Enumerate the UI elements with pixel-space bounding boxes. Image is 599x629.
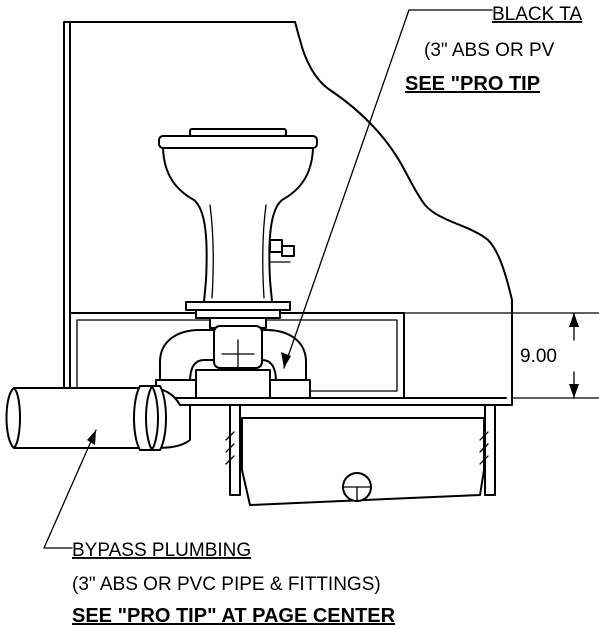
callout-bottom-title: BYPASS PLUMBING bbox=[72, 540, 251, 561]
callout-bottom-spec: (3" ABS OR PVC PIPE & FITTINGS) bbox=[72, 574, 381, 595]
callout-top-title: BLACK TA bbox=[492, 4, 582, 25]
leader-top bbox=[281, 9, 493, 369]
callout-bottom-tip: SEE "PRO TIP" AT PAGE CENTER bbox=[72, 605, 396, 627]
black-tank bbox=[225, 404, 496, 506]
callout-top-tip: SEE "PRO TIP bbox=[405, 73, 540, 95]
leader-bottom bbox=[43, 429, 97, 549]
toilet bbox=[158, 128, 318, 329]
dimension-value: 9.00 bbox=[520, 346, 557, 367]
callout-top-spec: (3" ABS OR PV bbox=[424, 40, 555, 61]
tank-fittings bbox=[155, 325, 311, 399]
dimension-9 bbox=[403, 312, 599, 399]
bypass-pipe bbox=[5, 385, 191, 451]
